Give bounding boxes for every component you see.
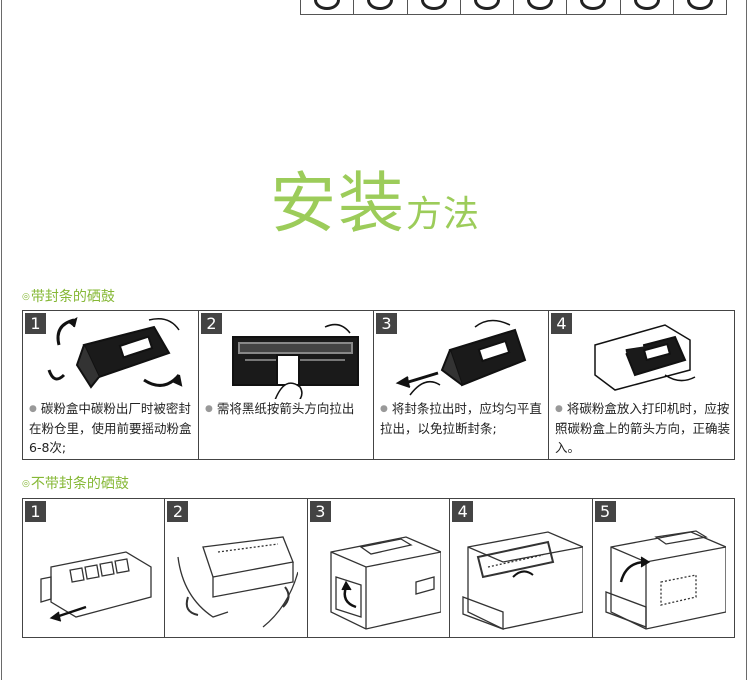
title-main: 安装 — [269, 165, 406, 242]
shake-cartridge-illustration — [47, 316, 183, 389]
bullet-dot-icon: ● — [29, 404, 37, 414]
step-card: 5 — [591, 499, 734, 637]
top-product-strip — [300, 0, 727, 15]
step-description: ●需将黑纸按箭头方向拉出 — [205, 399, 369, 419]
sealed-steps-grid: 1 ●碳粉盒中碳粉出厂时被密封在粉仓里，使用前要摇动粉盒6-8次; 2 — [22, 310, 735, 460]
strip-cell — [353, 0, 406, 14]
bullet-dot-icon: ● — [205, 404, 213, 414]
strip-cell — [301, 0, 353, 14]
pull-seal-strip-illustration — [395, 319, 527, 396]
step-number: 5 — [594, 501, 616, 522]
bullet-icon: ◎ — [22, 479, 30, 489]
step-number: 4 — [452, 501, 474, 522]
bullet-dot-icon: ● — [380, 404, 388, 414]
pull-black-paper-illustration — [232, 323, 359, 399]
step-text: 需将黑纸按箭头方向拉出 — [216, 401, 355, 416]
title-sub: 方法 — [405, 194, 480, 235]
strip-cell — [459, 0, 513, 14]
step-number: 2 — [167, 501, 189, 522]
step-number: 3 — [376, 313, 397, 334]
remove-cartridge-illustration — [40, 551, 152, 622]
step-text: 将封条拉出时，应均匀平直拉出，以免拉断封条; — [380, 401, 542, 436]
step-card: 2 ●需将黑纸按箭头方向拉出 — [198, 311, 373, 459]
bullet-icon: ◎ — [22, 292, 30, 302]
step-number: 1 — [25, 313, 46, 334]
step-number: 1 — [25, 501, 46, 522]
section-heading-text: 带封条的硒鼓 — [30, 289, 115, 305]
section-heading-unsealed: ◎不带封条的硒鼓 — [22, 473, 129, 493]
step-number: 4 — [551, 313, 572, 334]
left-border-line — [1, 0, 2, 680]
step-card: 3 ●将封条拉出时，应均匀平直拉出，以免拉断封条; — [373, 311, 548, 459]
step-card: 2 — [164, 499, 306, 637]
step-number: 2 — [201, 313, 222, 334]
right-border-line — [746, 0, 747, 680]
step-description: ●将碳粉盒放入打印机时，应按照碳粉盒上的箭头方向，正确装入。 — [555, 399, 730, 457]
step-card: 1 ●碳粉盒中碳粉出厂时被密封在粉仓里，使用前要摇动粉盒6-8次; — [23, 311, 198, 459]
insert-cartridge-illustration — [594, 324, 696, 391]
shake-drum-illustration — [177, 536, 299, 628]
step-card: 4 — [449, 499, 591, 637]
section-heading-sealed: ◎带封条的硒鼓 — [22, 286, 115, 306]
insert-drum-illustration — [462, 531, 584, 630]
close-printer-illustration — [604, 530, 726, 630]
unsealed-steps-grid: 1 2 — [22, 498, 735, 638]
strip-cell — [513, 0, 566, 14]
strip-cell — [566, 0, 619, 14]
bullet-dot-icon: ● — [555, 404, 563, 414]
page-title: 安装方法 — [0, 150, 750, 246]
strip-cell — [406, 0, 460, 14]
step-text: 碳粉盒中碳粉出厂时被密封在粉仓里，使用前要摇动粉盒6-8次; — [29, 401, 192, 455]
step-description: ●将封条拉出时，应均匀平直拉出，以免拉断封条; — [380, 399, 544, 438]
strip-cell — [619, 0, 673, 14]
step-text: 将碳粉盒放入打印机时，应按照碳粉盒上的箭头方向，正确装入。 — [555, 401, 731, 455]
step-card: 4 ●将碳粉盒放入打印机时，应按照碳粉盒上的箭头方向，正确装入。 — [548, 311, 734, 459]
step-card: 3 — [306, 499, 449, 637]
strip-cell — [672, 0, 726, 14]
step-description: ●碳粉盒中碳粉出厂时被密封在粉仓里，使用前要摇动粉盒6-8次; — [29, 399, 194, 457]
section-heading-text: 不带封条的硒鼓 — [30, 476, 129, 492]
step-number: 3 — [309, 501, 331, 522]
step-card: 1 — [23, 499, 164, 637]
open-printer-illustration — [330, 536, 441, 630]
